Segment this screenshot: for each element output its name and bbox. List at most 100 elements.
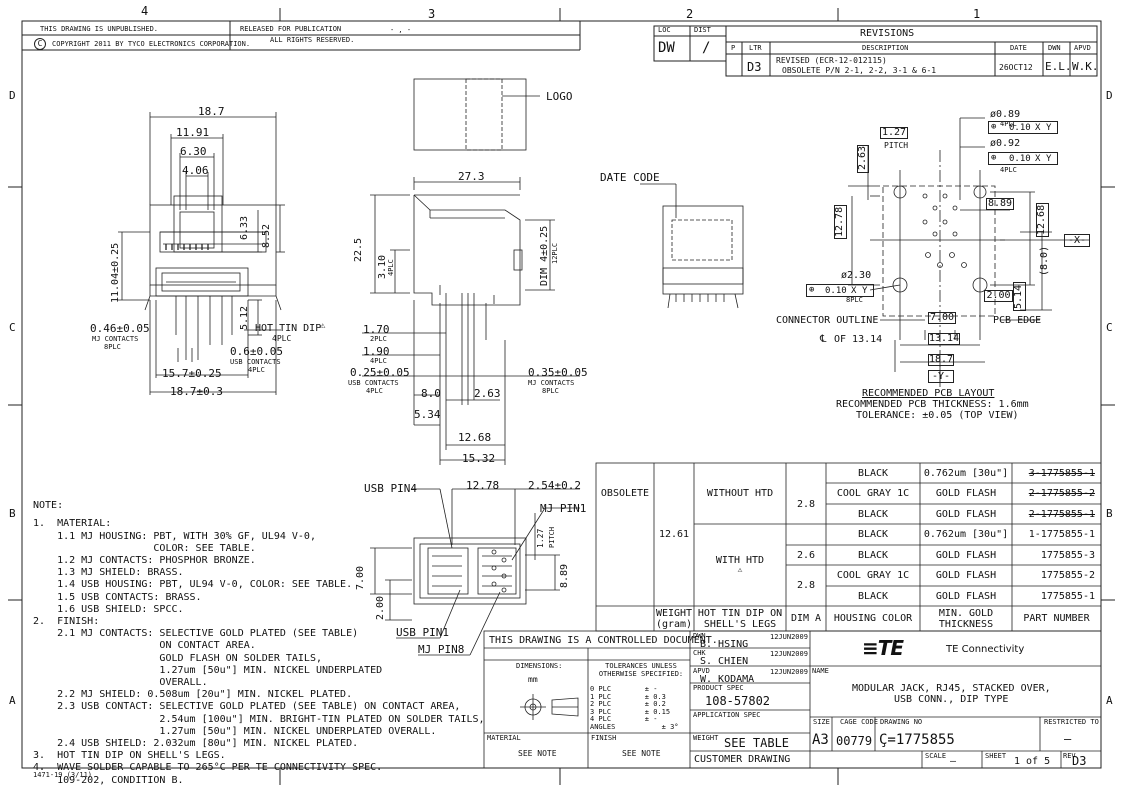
note-line: 3. HOT TIN DIP ON SHELL'S LEGS.: [33, 750, 226, 762]
side-usb-contacts: USB CONTACTS: [348, 379, 399, 387]
size-value: A3: [812, 732, 829, 748]
part-name-2: USB CONN., DIP TYPE: [894, 694, 1009, 705]
zone-1: 1: [973, 7, 981, 21]
rev-col-apvd: APVD: [1074, 44, 1091, 52]
cage-label: CAGE CODE: [840, 718, 878, 726]
loc-value: DW: [658, 40, 675, 56]
note-line: GOLD FLASH ON SOLDER TAILS,: [33, 652, 322, 664]
rev-desc-1: REVISED (ECR-12-012115): [776, 56, 887, 65]
datum-x-box: -X-: [1064, 234, 1090, 247]
rev-dwn: E.L.: [1045, 60, 1072, 73]
dim-15-7: 15.7±0.25: [162, 367, 222, 380]
row3-color: BLACK: [857, 529, 889, 540]
loc-label: LOC: [658, 26, 671, 34]
form-number: 1471-19 (3/11): [33, 771, 93, 779]
row3-gold: 0.762um [30u"]: [923, 529, 1009, 540]
tol-row: 0 PLC ± -: [590, 685, 658, 693]
side-plc-4b: 4PLC: [370, 357, 387, 365]
zone-a-right: A: [1106, 694, 1113, 707]
row5-pn: 1775855-2: [1040, 570, 1095, 581]
dim-13-14-box: 13.14: [928, 333, 960, 345]
zone-c-right: C: [1106, 321, 1113, 334]
dim-1-27-box: 1.27: [880, 127, 908, 139]
rev-apvd: W.K.: [1072, 60, 1099, 73]
mj-plc-label: 8PLC: [104, 343, 121, 351]
zone-c-left: C: [9, 321, 16, 334]
product-spec: 108-57802: [705, 694, 771, 708]
centerline-label: OF 13.14: [834, 334, 883, 345]
header-weight-2: (gram): [655, 618, 693, 630]
with-htd-label: WITH HTD: [715, 555, 765, 567]
pcb-plc-8: 8PLC: [846, 296, 863, 304]
note-line: 2.4 USB SHIELD: 2.032um [80u"] MIN. NICK…: [33, 738, 359, 750]
row6-color: BLACK: [857, 590, 889, 602]
dim-1-90: 1.90: [363, 345, 390, 358]
notes-block: NOTE:1. MATERIAL: 1.1 MJ HOUSING: PBT, W…: [33, 488, 485, 799]
dimensions-unit: mm: [528, 675, 538, 684]
application-spec-label: APPLICATION SPEC: [693, 711, 761, 719]
copyright-icon: C: [34, 38, 46, 50]
table-blank: [596, 524, 654, 545]
recommended-layout-title: RECOMMENDED PCB LAYOUT: [862, 388, 995, 399]
revisions-title: REVISIONS: [860, 28, 915, 39]
dim-2-63: 2.63: [857, 145, 868, 170]
datum-x: X: [1035, 123, 1041, 133]
rev-date: 26OCT12: [999, 63, 1033, 72]
position-tolerance-2: ⊕ 0.10 X Y: [988, 152, 1058, 165]
note-line: 1.1 MJ HOUSING: PBT, WITH 30% GF, UL94 V…: [33, 530, 316, 542]
drawing-no-value: 1775855: [895, 732, 955, 748]
dim-11-04: 11.04±0.25: [110, 242, 121, 303]
scale-label: SCALE: [925, 752, 947, 760]
rev-col-p: P: [731, 44, 736, 52]
dim-5-14: 5.14: [1013, 284, 1024, 309]
recommended-tolerance: TOLERANCE: ±0.05 (TOP VIEW): [856, 410, 1019, 421]
mj-pin1-label: MJ PIN1: [540, 502, 587, 515]
recommended-thickness: RECOMMENDED PCB THICKNESS: 1.6mm: [836, 399, 1029, 410]
table-weight: 12.61: [658, 529, 690, 540]
header-part-number: PART NUMBER: [1023, 613, 1090, 624]
pcb-plc-4b: 4PLC: [1000, 166, 1017, 174]
note-line: 4. WAVE SOLDER CAPABLE TO 265°C PER TE C…: [33, 762, 383, 774]
dim-4-06: 4.06: [182, 164, 209, 177]
date-code-label: DATE CODE: [600, 171, 660, 184]
sheet-label: SHEET: [985, 752, 1007, 760]
dim-0-92: ø0.92: [990, 138, 1021, 149]
zone-b-left: B: [9, 507, 16, 520]
dim-2-30: ø2.30: [841, 270, 872, 281]
dim-0-6: 0.6±0.05: [230, 345, 283, 358]
tol-value: 0.10: [1009, 154, 1031, 164]
header-dim-a: DIM A: [790, 613, 822, 624]
rev-col-date: DATE: [1010, 44, 1027, 52]
dim-6-33: 6.33: [239, 215, 250, 240]
note-line: 2.1 MJ CONTACTS: SELECTIVE GOLD PLATED (…: [33, 628, 359, 640]
note-line: 2.3 USB CONTACT: SELECTIVE GOLD PLATED (…: [33, 701, 461, 713]
position-tolerance-3: ⊕ 0.10 X Y: [806, 284, 874, 297]
side-plc-2: 2PLC: [370, 335, 387, 343]
drawing-no-label: DRAWING NO: [880, 718, 923, 726]
product-spec-label: PRODUCT SPEC: [693, 684, 744, 692]
dim-8-52: 8.52: [261, 223, 272, 248]
customer-drawing: CUSTOMER DRAWING: [694, 754, 791, 765]
controlled-document: THIS DRAWING IS A CONTROLLED DOCUMENT.: [489, 635, 718, 646]
copyright-text: COPYRIGHT 2011 BY TYCO ELECTRONICS CORPO…: [52, 40, 251, 48]
dist-value: /: [702, 40, 711, 56]
usb-plc-label: 4PLC: [248, 366, 265, 374]
te-logo-text: TE: [877, 636, 904, 660]
row1-pn: 2-1775855-2: [1028, 488, 1095, 499]
side-plc-4: 4PLC: [387, 259, 395, 276]
rev-ltr: D3: [747, 60, 762, 74]
row2-color: BLACK: [857, 508, 889, 520]
rev-col-dwn: DWN: [1048, 44, 1061, 52]
row2-gold: GOLD FLASH: [935, 508, 997, 520]
note-line: 2. FINISH:: [33, 616, 100, 628]
name-label: NAME: [812, 667, 829, 675]
scale-value: —: [950, 756, 957, 767]
bottom-pitch: PITCH: [548, 526, 556, 548]
connector-outline-label: CONNECTOR OUTLINE: [776, 315, 879, 326]
tolerances-label: TOLERANCES UNLESS OTHERWISE SPECIFIED:: [598, 662, 684, 678]
dim-5-34: 5.34: [414, 408, 441, 421]
datum-y-box: -Y-: [928, 370, 954, 383]
apvd-date: 12JUN2009: [770, 668, 808, 676]
unpublished-notice: THIS DRAWING IS UNPUBLISHED.: [40, 25, 159, 33]
header-hot-1: HOT TIN DIP ON: [697, 607, 783, 619]
